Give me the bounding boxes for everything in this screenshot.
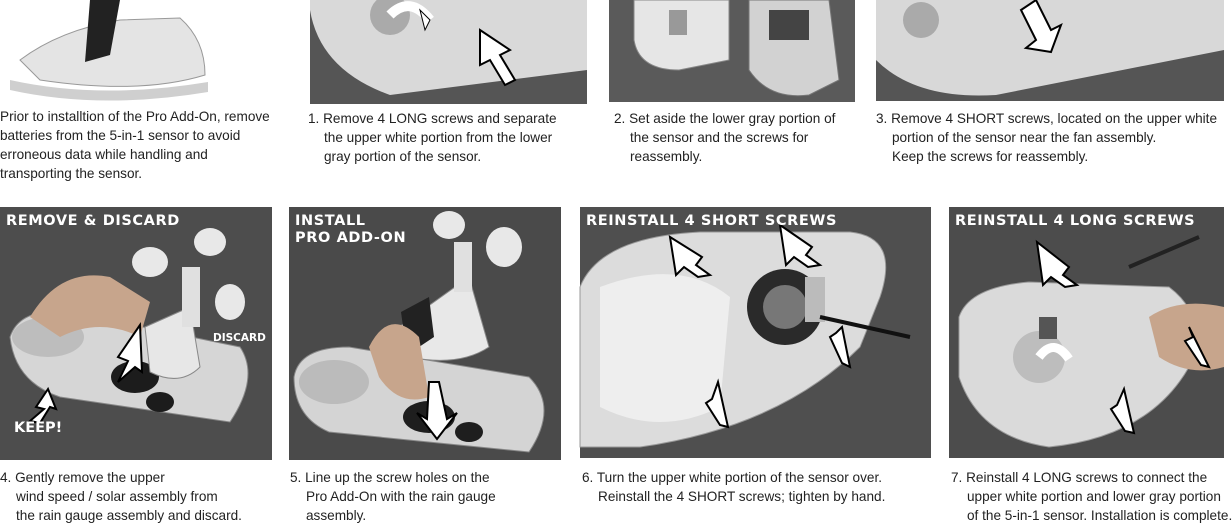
step-7-photo: REINSTALL 4 LONG SCREWS <box>949 207 1224 458</box>
step-7-caption: 7. Reinstall 4 LONG screws to connect th… <box>951 468 1232 525</box>
step-2-photo <box>609 0 855 102</box>
caption-line: reassembly. <box>630 149 703 164</box>
step-7-banner: REINSTALL 4 LONG SCREWS <box>955 213 1196 229</box>
caption-line: of the 5-in-1 sensor. Installation is co… <box>967 508 1232 523</box>
caption-line: assembly. <box>306 508 367 523</box>
step-0-photo <box>0 0 212 103</box>
step-1-photo <box>310 0 587 104</box>
caption-line: Prior to installtion of the Pro Add-On, … <box>0 109 270 124</box>
step-5-caption: 5. Line up the screw holes on the Pro Ad… <box>290 468 496 525</box>
step-4-photo: REMOVE & DISCARD DISCARD KEEP! <box>0 207 272 460</box>
caption-line: the sensor and the screws for <box>630 130 809 145</box>
caption-line: 7. Reinstall 4 LONG screws to connect th… <box>951 470 1208 485</box>
caption-line: portion of the sensor near the fan assem… <box>892 130 1157 145</box>
step-3-caption: 3. Remove 4 SHORT screws, located on the… <box>876 109 1217 166</box>
step-2-caption: 2. Set aside the lower gray portion of t… <box>614 109 835 166</box>
step-6-photo: REINSTALL 4 SHORT SCREWS <box>579 207 931 458</box>
step-5-photo: INSTALL PRO ADD-ON <box>289 207 561 460</box>
step-5-banner: INSTALL PRO ADD-ON <box>295 213 407 246</box>
discard-label: DISCARD <box>213 332 266 344</box>
caption-line: batteries from the 5-in-1 sensor to avoi… <box>0 128 241 143</box>
caption-line: Pro Add-On with the rain gauge <box>306 489 496 504</box>
caption-line: 4. Gently remove the upper <box>0 470 165 485</box>
caption-line: erroneous data while handling and <box>0 147 208 162</box>
step-3-photo <box>876 0 1224 101</box>
caption-line: Reinstall the 4 SHORT screws; tighten by… <box>598 489 886 504</box>
keep-label: KEEP! <box>14 420 63 436</box>
step-1-caption: 1. Remove 4 LONG screws and separate the… <box>308 109 557 166</box>
caption-line: 3. Remove 4 SHORT screws, located on the… <box>876 111 1218 126</box>
caption-line: upper white portion and lower gray porti… <box>967 489 1221 504</box>
caption-line: Keep the screws for reassembly. <box>892 149 1089 164</box>
caption-line: the rain gauge assembly and discard. <box>16 508 242 523</box>
caption-line: gray portion of the sensor. <box>324 149 482 164</box>
step-0-caption: Prior to installtion of the Pro Add-On, … <box>0 107 270 183</box>
step-4-banner: REMOVE & DISCARD <box>6 213 180 229</box>
step-4-caption: 4. Gently remove the upper wind speed / … <box>0 468 242 525</box>
caption-line: 1. Remove 4 LONG screws and separate <box>308 111 557 126</box>
caption-line: 2. Set aside the lower gray portion of <box>614 111 836 126</box>
caption-line: wind speed / solar assembly from <box>16 489 218 504</box>
step-6-banner: REINSTALL 4 SHORT SCREWS <box>586 213 838 229</box>
caption-line: 6. Turn the upper white portion of the s… <box>582 470 882 485</box>
caption-line: the upper white portion from the lower <box>324 130 553 145</box>
caption-line: 5. Line up the screw holes on the <box>290 470 490 485</box>
step-6-caption: 6. Turn the upper white portion of the s… <box>582 468 885 506</box>
caption-line: transporting the sensor. <box>0 166 143 181</box>
